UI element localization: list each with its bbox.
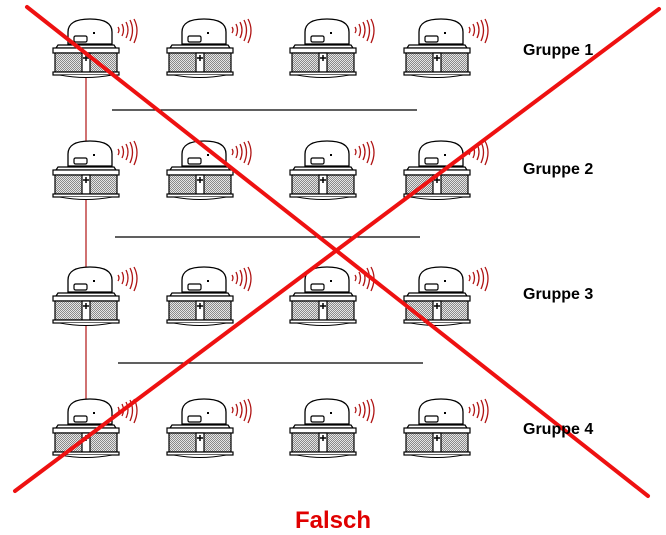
smoke-detector-icon — [289, 140, 375, 201]
group-label-1: Gruppe 1 — [523, 42, 594, 59]
verdict-label: Falsch — [294, 507, 372, 534]
smoke-detector-icon — [166, 398, 252, 459]
smoke-detector-icon — [166, 18, 252, 79]
smoke-detector-icon — [289, 18, 375, 79]
group-label-4: Gruppe 4 — [523, 421, 594, 438]
cross-stroke-2 — [13, 7, 661, 493]
smoke-detector-icon — [52, 266, 138, 327]
detector-grid — [52, 18, 489, 459]
smoke-detector-icon — [52, 140, 138, 201]
smoke-detector-icon — [403, 266, 489, 327]
group-label-3: Gruppe 3 — [523, 286, 594, 303]
smoke-detector-icon — [403, 398, 489, 459]
group-label-2: Gruppe 2 — [523, 161, 594, 178]
smoke-detector-icon — [166, 266, 252, 327]
smoke-detector-icon — [403, 18, 489, 79]
smoke-detector-icon — [289, 398, 375, 459]
smoke-detector-icon — [52, 18, 138, 79]
